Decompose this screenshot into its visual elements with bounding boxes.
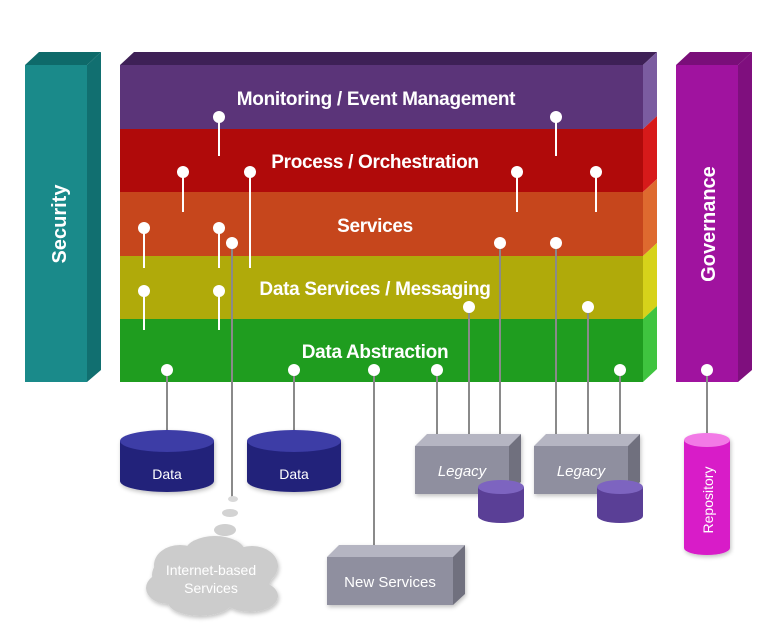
connector-pin — [550, 237, 562, 249]
connector-pin — [213, 222, 225, 234]
internet-label-line1: Internet-based — [166, 562, 256, 578]
governance-pillar: Governance — [676, 52, 752, 382]
legacy-system-2: Legacy — [534, 434, 640, 494]
repository-database: Repository — [684, 433, 730, 555]
connector-pin — [161, 364, 173, 376]
external-connectors — [161, 237, 713, 545]
new-services-box: New Services — [327, 545, 465, 605]
data-database-1: Data — [120, 430, 214, 492]
layer-data-services-label: Data Services / Messaging — [259, 279, 490, 300]
internal-connectors — [138, 111, 602, 330]
layer-process-label: Process / Orchestration — [271, 152, 478, 173]
connector-pin — [590, 166, 602, 178]
security-label: Security — [49, 184, 71, 264]
legacy-system-2-label: Legacy — [557, 463, 607, 480]
connector-pin — [138, 222, 150, 234]
connector-pin — [244, 166, 256, 178]
connector-pin — [368, 364, 380, 376]
connector-pin — [582, 301, 594, 313]
legacy-db-1 — [478, 480, 524, 523]
connector-pin — [511, 166, 523, 178]
repository-label: Repository — [700, 467, 716, 534]
security-pillar: Security — [25, 52, 101, 382]
connector-pin — [226, 237, 238, 249]
connector-pin — [213, 285, 225, 297]
legacy-db-2 — [597, 480, 643, 523]
connector-pin — [288, 364, 300, 376]
new-services-label: New Services — [344, 574, 436, 591]
connector-pin — [701, 364, 713, 376]
layer-services-label: Services — [337, 216, 413, 237]
connector-pin — [614, 364, 626, 376]
connector-pin — [463, 301, 475, 313]
governance-label: Governance — [698, 166, 720, 282]
layer-data-abstraction-label: Data Abstraction — [302, 342, 449, 363]
internet-cloud: Internet-based Services — [146, 496, 278, 616]
connector-pin — [138, 285, 150, 297]
connector-pin — [431, 364, 443, 376]
data-database-1-label: Data — [152, 466, 182, 482]
data-database-2-label: Data — [279, 466, 309, 482]
stack-top-face — [120, 52, 657, 65]
data-database-2: Data — [247, 430, 341, 492]
connector-pin — [550, 111, 562, 123]
connector-pin — [213, 111, 225, 123]
internet-label-line2: Services — [184, 580, 238, 596]
layer-monitoring-label: Monitoring / Event Management — [237, 89, 516, 110]
connector-pin — [177, 166, 189, 178]
legacy-system-1-label: Legacy — [438, 463, 488, 480]
connector-pin — [494, 237, 506, 249]
